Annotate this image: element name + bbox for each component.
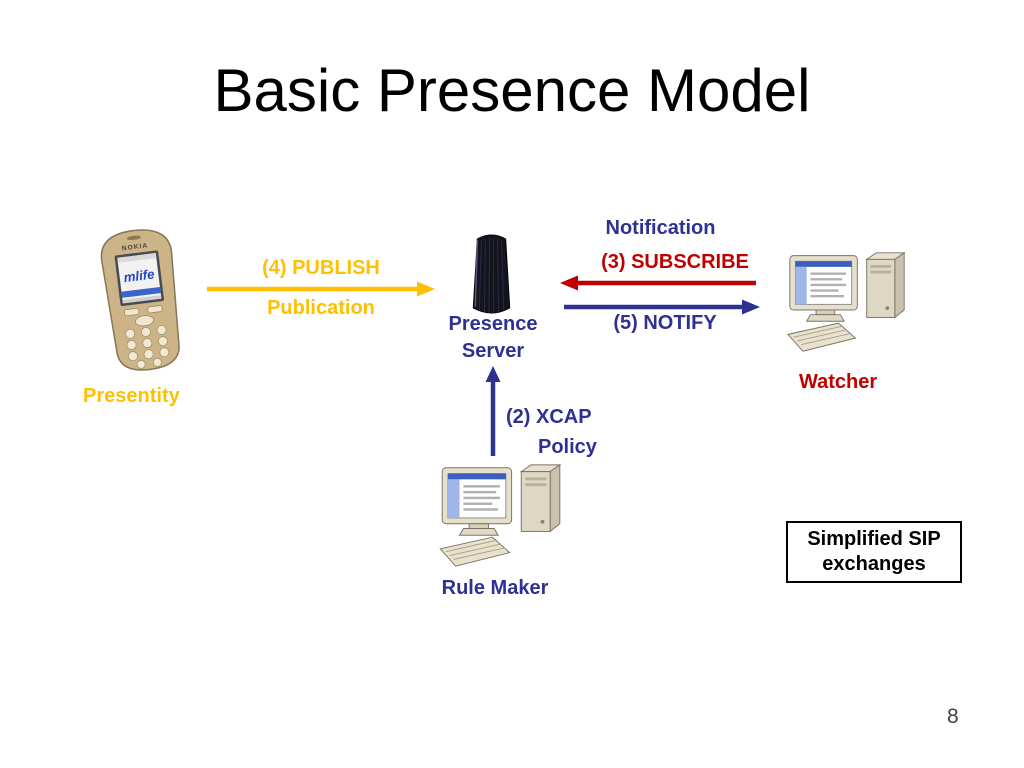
presence-server-image (464, 232, 520, 318)
simplified-sip-callout: Simplified SIP exchanges (786, 521, 962, 583)
subscribe-label: (3) SUBSCRIBE (601, 251, 749, 273)
presentity-label: Presentity (83, 385, 180, 407)
callout-line2: exchanges (822, 553, 926, 575)
xcap-label-line1: (2) XCAP (506, 406, 592, 428)
server-tower-icon (472, 234, 511, 314)
watcher-label: Watcher (799, 371, 878, 393)
presence-server-label-line2: Server (461, 340, 525, 362)
xcap-arrow (485, 366, 501, 456)
watcher-computer-image (786, 250, 908, 355)
rule-maker-label: Rule Maker (441, 577, 549, 599)
xcap-label-line2: Policy (538, 436, 597, 458)
slide-title: Basic Presence Model (213, 57, 811, 124)
publish-arrow (207, 281, 435, 297)
notification-label: Notification (605, 217, 716, 239)
presence-server-label: Presence Server (428, 311, 558, 365)
rule-maker-computer-image (438, 462, 564, 570)
subscribe-arrow (560, 275, 756, 291)
presence-server-label-line1: Presence (448, 313, 538, 335)
desktop-computer-icon (786, 250, 908, 355)
phone-screen-text: mlife (123, 266, 156, 285)
desktop-computer-icon (438, 462, 564, 570)
nokia-phone-icon: NOKIA mlife (100, 229, 180, 371)
presentity-phone-image: NOKIA mlife (89, 221, 194, 379)
publication-label: Publication (267, 297, 375, 319)
callout-line1: Simplified SIP (807, 528, 941, 550)
notify-label: (5) NOTIFY (613, 312, 717, 334)
publish-label: (4) PUBLISH (262, 257, 380, 279)
page-number: 8 (947, 705, 959, 728)
notify-arrow (564, 299, 760, 315)
phone-brand-text: NOKIA (121, 242, 148, 252)
